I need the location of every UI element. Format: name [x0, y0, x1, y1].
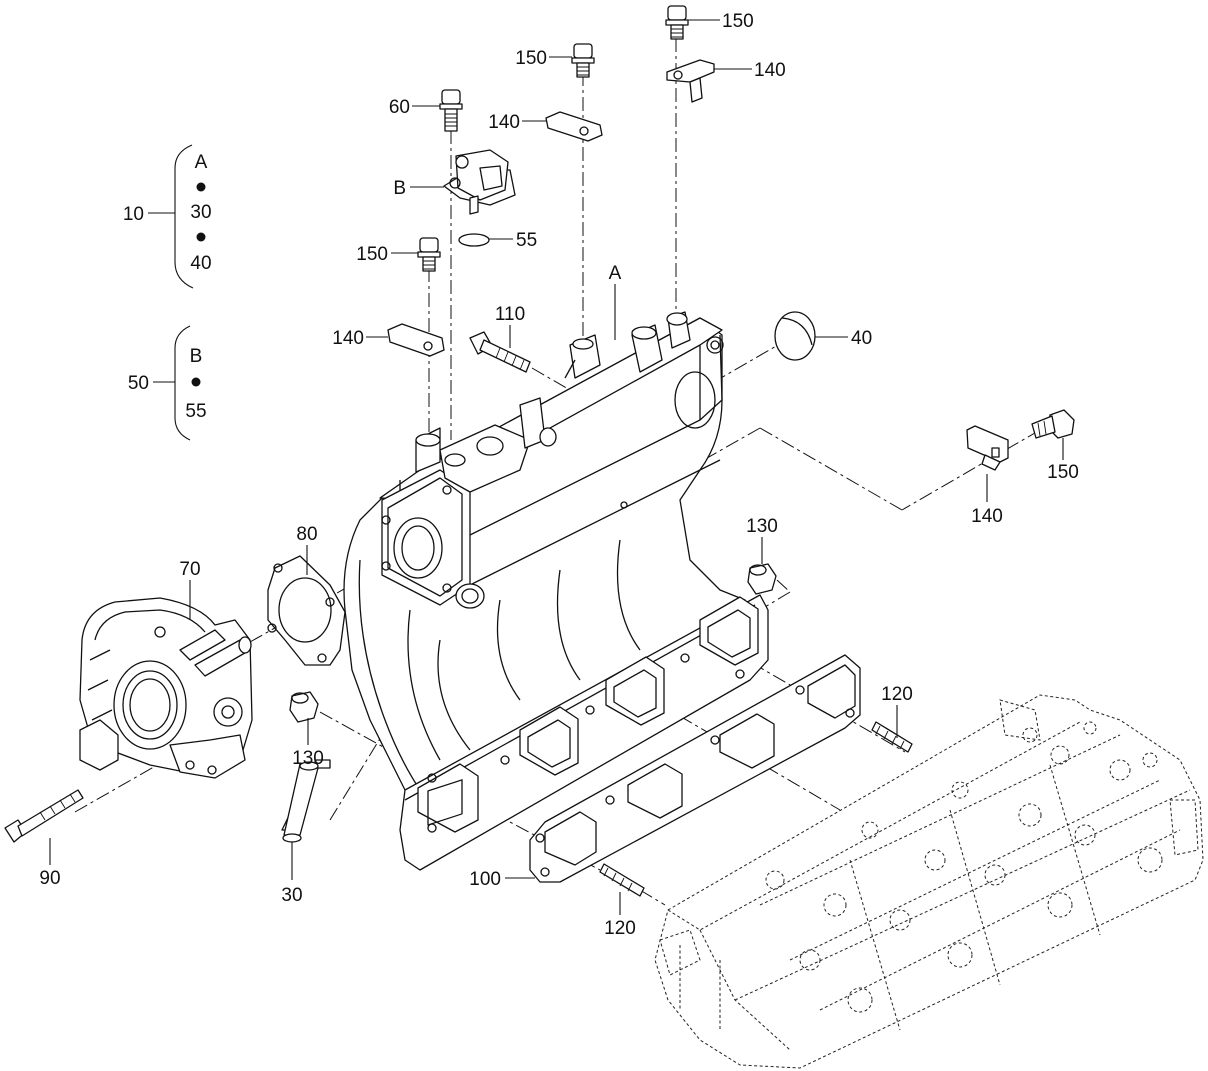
- legend-50-number: 50: [128, 373, 149, 394]
- callout-150-top: 150: [722, 11, 754, 32]
- o-ring-55: [458, 233, 490, 247]
- bolt-150-top: [665, 5, 689, 40]
- legend-50-item-55: 55: [185, 401, 206, 422]
- callout-b-sensor: B: [393, 178, 406, 199]
- bolt-60: [439, 89, 463, 132]
- callout-90: 90: [39, 868, 60, 889]
- legend-10-item-40: 40: [190, 253, 211, 274]
- legend-50-item-b: B: [190, 346, 203, 367]
- bolt-90: [4, 789, 84, 843]
- callout-55-oring: 55: [516, 230, 537, 251]
- callout-130-left: 130: [292, 748, 324, 769]
- bracket-140-mid: [545, 111, 603, 142]
- bracket-140-left: [387, 323, 445, 357]
- callout-70: 70: [179, 559, 200, 580]
- gasket-manifold: [529, 654, 861, 883]
- callout-60: 60: [389, 97, 410, 118]
- leader-lines: [49, 19, 1064, 915]
- callout-140-top: 140: [754, 60, 786, 81]
- callout-140-left: 140: [332, 328, 364, 349]
- bolt-110: [469, 331, 531, 373]
- bolt-150-mid: [571, 43, 595, 78]
- callout-150-mid: 150: [515, 48, 547, 69]
- callout-labels: 150 140 150 140 60 B 55 150 140 110 A 40…: [39, 11, 1078, 939]
- sensor-b: [443, 149, 516, 215]
- gasket-throttle: [267, 555, 346, 666]
- callout-120-lower: 120: [604, 918, 636, 939]
- callout-120-right: 120: [881, 684, 913, 705]
- bolt-150-right: [1031, 409, 1075, 439]
- callout-30-pin: 30: [281, 885, 302, 906]
- pin-30: [281, 759, 331, 843]
- plug-40: [774, 311, 816, 361]
- callout-40-plug: 40: [851, 328, 872, 349]
- legend-bracket-50: [153, 325, 201, 441]
- bracket-140-top: [666, 59, 715, 103]
- cylinder-head-phantom: [654, 694, 1204, 1069]
- callout-80: 80: [296, 524, 317, 545]
- callout-140-right: 140: [971, 506, 1003, 527]
- legend-bracket-10: [148, 144, 206, 289]
- legend-10-item-30: 30: [190, 202, 211, 223]
- callout-110: 110: [495, 304, 525, 325]
- stud-120-right: [871, 721, 913, 753]
- legend-10-item-a: A: [195, 152, 208, 173]
- nut-130-left: [289, 691, 319, 723]
- callout-a-manifold: A: [609, 263, 622, 284]
- callout-140-mid: 140: [488, 112, 520, 133]
- bracket-140-right: [966, 425, 1009, 471]
- callout-100: 100: [469, 869, 501, 890]
- bolt-150-left: [417, 237, 441, 272]
- stud-120-lower: [599, 863, 645, 897]
- intake-manifold: [343, 311, 769, 871]
- callout-150-left: 150: [356, 244, 388, 265]
- legend-10-number: 10: [123, 204, 144, 225]
- nut-130-right: [747, 563, 777, 595]
- callout-150-right: 150: [1047, 462, 1079, 483]
- throttle-body: [79, 597, 253, 779]
- callout-130-right: 130: [746, 516, 778, 537]
